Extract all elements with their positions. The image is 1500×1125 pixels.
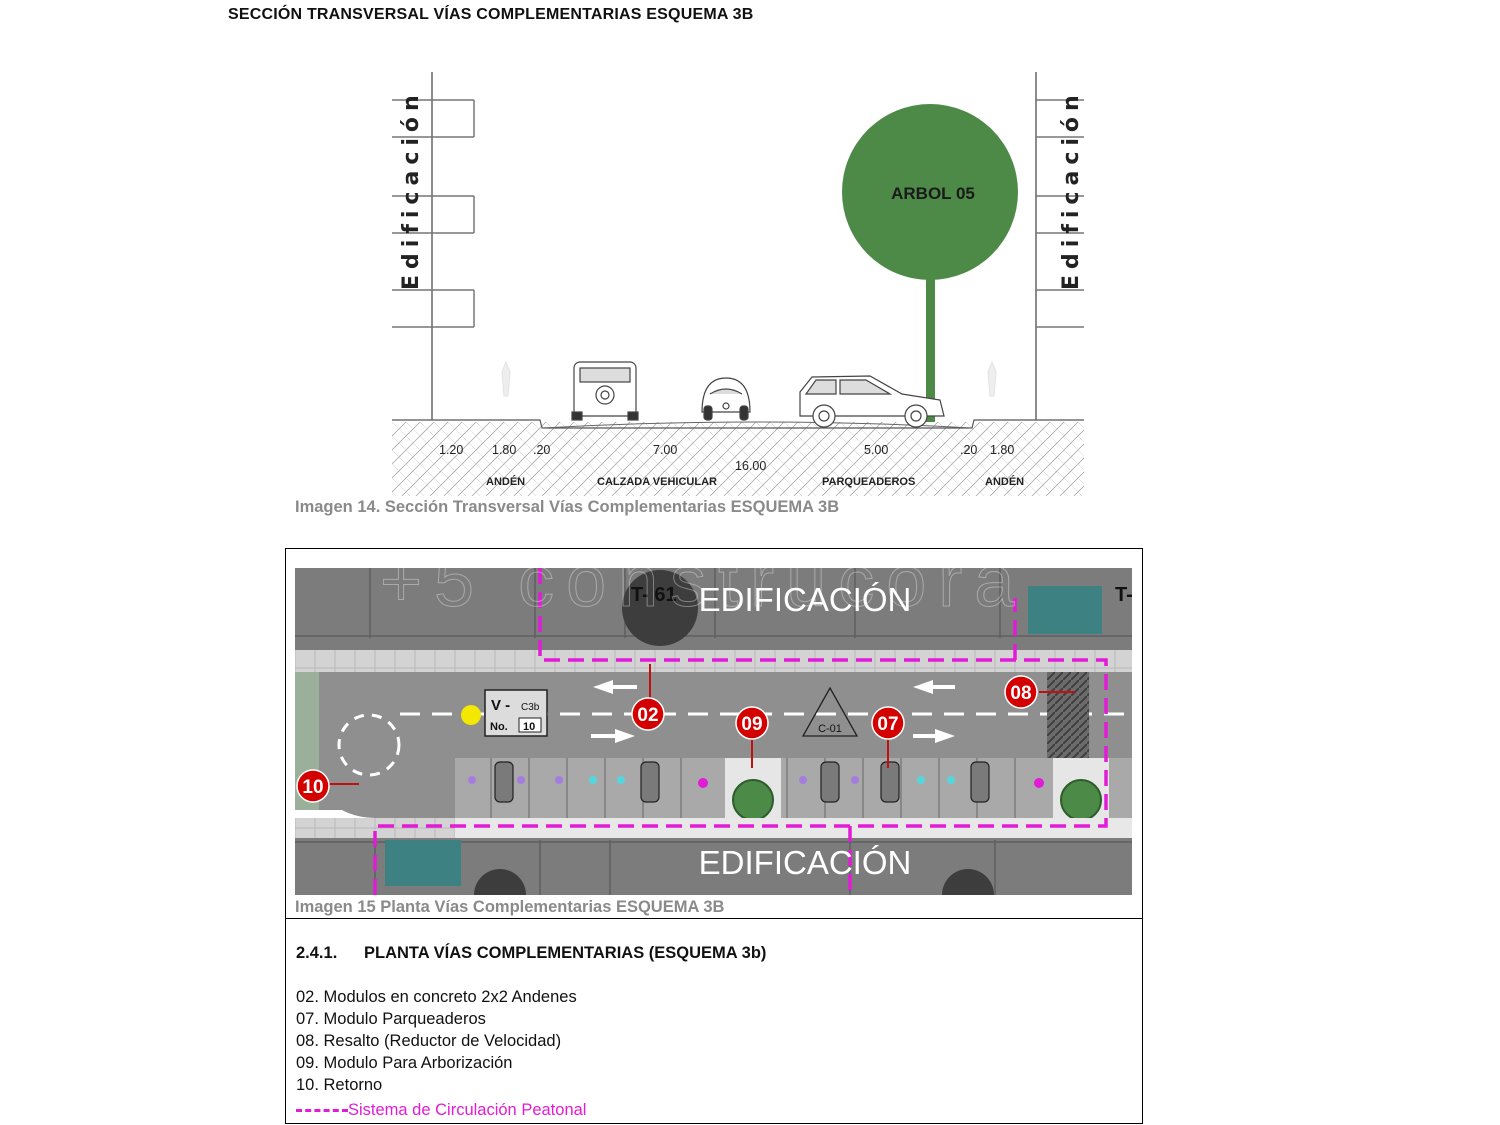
- road-sign-no-label: No.: [490, 721, 508, 733]
- road-profile: [392, 419, 1084, 429]
- pedestrian-system-label: Sistema de Circulación Peatonal: [348, 1101, 587, 1119]
- zone-anden-right: ANDÉN: [985, 475, 1024, 488]
- teal-block-bottom: [385, 840, 461, 886]
- road-sign: [484, 689, 548, 737]
- teal-block-top: [1028, 586, 1102, 634]
- tower-label-right: T-: [1115, 584, 1132, 606]
- road-sign-sub: C3b: [521, 702, 540, 713]
- svg-text:07: 07: [877, 714, 898, 735]
- pedestrian-path: [373, 568, 1108, 895]
- legend-list: 02. Modulos en concreto 2x2 Andenes 07. …: [296, 986, 577, 1096]
- bottom-building-label: EDIFICACIÓN: [699, 844, 912, 881]
- beetle-icon: [701, 377, 751, 421]
- warning-triangle: [801, 686, 859, 737]
- legend-item: 10. Retorno: [296, 1076, 383, 1094]
- marker-07: 07: [871, 706, 905, 740]
- svg-text:02: 02: [637, 705, 658, 726]
- tower-label: T- 61: [631, 584, 677, 606]
- speed-bump: [1047, 672, 1089, 758]
- road-sign-no-value: 10: [523, 721, 535, 733]
- section-number: 2.4.1.: [296, 944, 338, 962]
- zone-parqueaderos: PARQUEADEROS: [822, 476, 915, 488]
- legend-item: 07. Modulo Parqueaderos: [296, 1010, 486, 1028]
- marker-08: 08: [1004, 675, 1038, 709]
- legend-item: 08. Resalto (Reductor de Velocidad): [296, 1032, 562, 1050]
- legend-item: 02. Modulos en concreto 2x2 Andenes: [296, 988, 577, 1006]
- yellow-marker: [461, 705, 481, 725]
- turnaround: [302, 672, 455, 818]
- dim-0-20-right: .20: [960, 443, 977, 457]
- marker-02: 02: [631, 697, 665, 731]
- tree-label: ARBOL 05: [891, 184, 975, 203]
- zone-anden-left: ANDÉN: [486, 475, 525, 488]
- svg-text:10: 10: [302, 777, 323, 798]
- plan-frame-divider: [285, 918, 1143, 919]
- plan-drawing: V - C3b No. 10 C-01 EDIFICACIÓN EDIFICAC…: [295, 568, 1132, 895]
- road-sign-prefix: V -: [491, 697, 510, 714]
- marker-09: 09: [735, 706, 769, 740]
- dim-1-20: 1.20: [439, 443, 463, 457]
- left-building: [392, 72, 475, 420]
- svg-text:08: 08: [1010, 683, 1031, 704]
- cross-section-drawing: Edificación Edificación ARBOL 05: [392, 72, 1084, 496]
- caption-imagen-14: Imagen 14. Sección Transversal Vías Comp…: [295, 498, 840, 516]
- dim-total: 16.00: [735, 459, 766, 473]
- caption-imagen-15: Imagen 15 Planta Vías Complementarias ES…: [295, 898, 725, 916]
- jeep-icon: [571, 361, 639, 421]
- dim-1-80-right: 1.80: [990, 443, 1014, 457]
- dashed-line-icon: [296, 1109, 348, 1113]
- right-building-label: Edificación: [1059, 89, 1084, 290]
- tree-module-09: [732, 779, 774, 821]
- dim-0-20-left: .20: [533, 443, 550, 457]
- right-building: [1035, 72, 1084, 420]
- tree-arbol-05: [842, 104, 1018, 422]
- dimension-labels: 1.20 1.80 .20 7.00 5.00 .20 1.80 16.00: [439, 443, 1014, 473]
- top-building-label: EDIFICACIÓN: [699, 581, 912, 618]
- traffic-arrows: [591, 680, 955, 743]
- dim-1-80: 1.80: [492, 443, 516, 457]
- plan-frame: [285, 548, 1143, 1124]
- dim-7-00: 7.00: [653, 443, 677, 457]
- section-heading: 2.4.1. PLANTA VÍAS COMPLEMENTARIAS (ESQUE…: [296, 944, 766, 963]
- hatchback-icon: [799, 375, 945, 428]
- triangle-label: C-01: [818, 723, 842, 735]
- zone-calzada: CALZADA VEHICULAR: [597, 476, 717, 488]
- ground-hatch: [392, 422, 1084, 496]
- page-title: SECCIÓN TRANSVERSAL VÍAS COMPLEMENTARIAS…: [228, 6, 754, 23]
- svg-text:09: 09: [741, 714, 762, 735]
- legend-item: 09. Modulo Para Arborización: [296, 1054, 513, 1072]
- marker-10: 10: [296, 769, 330, 803]
- left-building-label: Edificación: [399, 89, 424, 290]
- dim-5-00: 5.00: [864, 443, 888, 457]
- pedestrian-system-legend: Sistema de Circulación Peatonal: [296, 1101, 586, 1120]
- zone-labels: ANDÉN CALZADA VEHICULAR PARQUEADEROS AND…: [486, 475, 1024, 488]
- watermark: +5 construcora: [380, 568, 1026, 622]
- section-title: PLANTA VÍAS COMPLEMENTARIAS (ESQUEMA 3b): [364, 944, 767, 962]
